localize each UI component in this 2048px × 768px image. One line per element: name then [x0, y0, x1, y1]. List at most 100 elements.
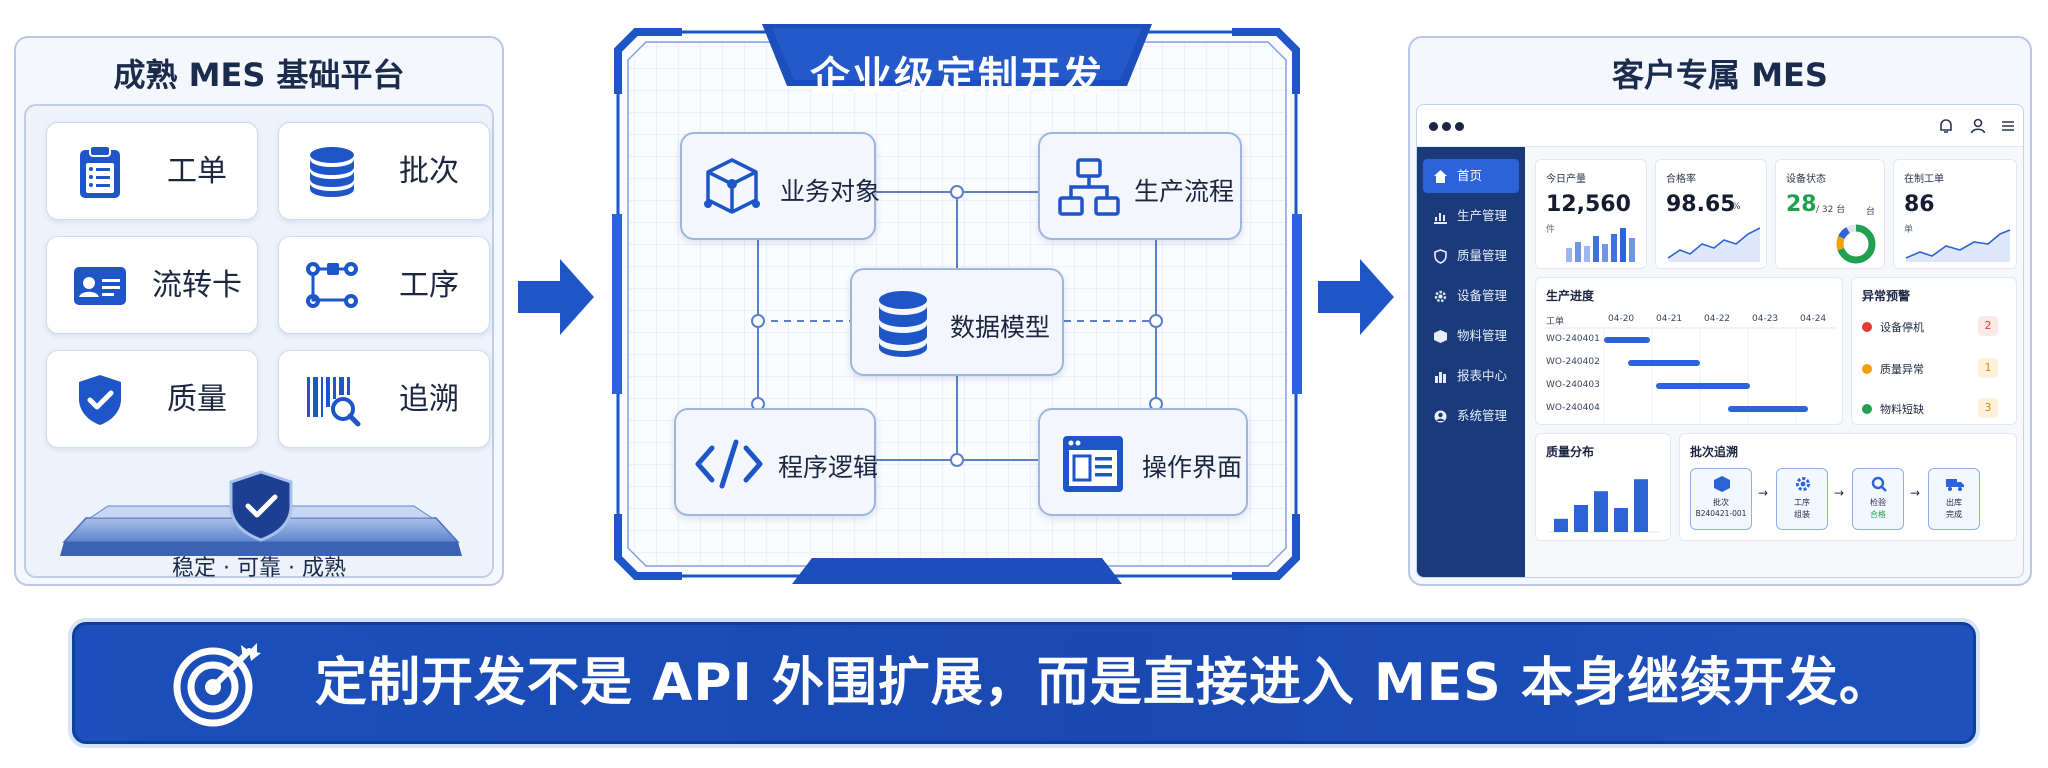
sidebar-item-material[interactable]: 物料管理 [1423, 319, 1519, 353]
alert-status-dot [1862, 404, 1872, 414]
trace-step-value: 完成 [1946, 510, 1962, 519]
window-dot-icon [1429, 122, 1438, 131]
kpi-label: 在制工单 [1904, 174, 1944, 185]
trace-step-inspection: 检验 合格 [1852, 468, 1904, 530]
kpi-label: 今日产量 [1546, 174, 1586, 185]
trace-step-label: 工序 [1794, 498, 1810, 507]
trace-arrow-icon: → [1910, 486, 1921, 500]
alert-status-dot [1862, 364, 1872, 374]
kpi-bar-sparkline [1566, 228, 1635, 262]
sidebar-item-reports[interactable]: 报表中心 [1423, 359, 1519, 393]
quality-bar-chart [1548, 479, 1660, 533]
trace-step-batch: 批次 B240421-001 [1690, 468, 1752, 530]
sidebar-item-home[interactable]: 首页 [1423, 159, 1519, 193]
section-title: 生产进度 [1546, 289, 1595, 303]
trace-arrow-icon: → [1834, 486, 1845, 500]
id-card-icon [74, 267, 126, 305]
kpi-unit: 台 [1866, 207, 1876, 217]
sidebar-item-quality[interactable]: 质量管理 [1423, 239, 1519, 273]
alert-count: 1 [1978, 358, 1998, 378]
base-platform-title: 成熟 MES 基础平台 [113, 56, 405, 94]
alert-card: 异常预警 设备停机 2 质量异常 1 物料短缺 3 [1851, 277, 2017, 425]
bell-icon[interactable] [1937, 117, 1955, 135]
custom-dev-title: 企业级定制开发 [810, 54, 1104, 100]
gantt-order: WO-240404 [1546, 403, 1600, 413]
alert-status-dot [1862, 322, 1872, 332]
section-title: 质量分布 [1546, 445, 1595, 459]
node-label: 程序逻辑 [778, 453, 879, 482]
conclusion-banner: 定制开发不是 API 外围扩展，而是直接进入 MES 本身继续开发。 [72, 622, 1976, 744]
module-label: 批次 [399, 154, 459, 189]
gantt-order: WO-240403 [1546, 380, 1600, 390]
kpi-line-sparkline [1905, 229, 2011, 262]
sidebar-item-label: 系统管理 [1457, 408, 1508, 423]
node-program-logic: 程序逻辑 [674, 408, 879, 516]
kpi-unit-total: / 32 台 [1816, 205, 1846, 215]
sidebar-item-system[interactable]: 系统管理 [1423, 399, 1519, 433]
sidebar-item-label: 物料管理 [1457, 328, 1508, 343]
module-label: 工序 [399, 268, 459, 303]
module-card-trace: 追溯 [278, 350, 490, 448]
module-label: 质量 [167, 382, 227, 417]
sidebar-item-equipment[interactable]: 设备管理 [1423, 279, 1519, 313]
arrow-right-icon [518, 259, 594, 335]
kpi-value: 28 [1786, 192, 1817, 217]
home-icon [1434, 170, 1447, 183]
magnifier-icon [1871, 476, 1887, 492]
module-card-work-order: 工单 [46, 122, 258, 220]
trace-arrow-icon: → [1758, 486, 1769, 500]
module-card-batch: 批次 [278, 122, 490, 220]
kpi-value: 12,560 [1546, 192, 1631, 217]
app-sidebar: 首页 生产管理 质量管理 设备管理 物料管理 报表中心 [1417, 147, 1525, 577]
kpi-card-pass-rate: 合格率 98.65 % [1655, 159, 1767, 269]
process-flow-icon [306, 262, 358, 308]
sidebar-item-label: 生产管理 [1457, 208, 1508, 223]
sidebar-item-label: 首页 [1457, 168, 1483, 183]
quality-bar [1574, 505, 1588, 532]
window-dot-icon [1455, 122, 1464, 131]
box-icon [1434, 330, 1447, 343]
ui-window-icon [1063, 436, 1123, 492]
kpi-unit: 单 [1904, 225, 1914, 235]
client-mes-title: 客户专属 MES [1612, 56, 1828, 94]
client-mes-panel: 客户专属 MES 首页 生产管理 [1408, 36, 2032, 586]
module-label: 工单 [167, 154, 227, 189]
kpi-label: 设备状态 [1786, 174, 1826, 185]
user-icon[interactable] [1969, 117, 1987, 135]
quality-bar [1554, 518, 1568, 532]
module-card-process: 工序 [278, 236, 490, 334]
node-business-object: 业务对象 [680, 132, 880, 240]
gear-icon [1796, 477, 1810, 491]
batch-trace-card: 批次追溯 批次 B240421-001 → 工序 组装 → 检验 合格 → [1679, 433, 2017, 541]
alert-label: 设备停机 [1880, 321, 1924, 334]
module-grid: 工单 批次 流转卡 [24, 104, 494, 578]
node-operation-ui: 操作界面 [1038, 408, 1248, 516]
cube-network-icon [704, 158, 760, 214]
user-gear-icon [1434, 410, 1447, 423]
menu-icon[interactable] [1999, 117, 2017, 135]
target-icon [173, 643, 261, 727]
trace-step-process: 工序 组装 [1776, 468, 1828, 530]
box-icon [1714, 476, 1730, 492]
alert-count: 2 [1978, 316, 1998, 336]
shield-icon [1434, 249, 1447, 264]
sidebar-item-production[interactable]: 生产管理 [1423, 199, 1519, 233]
node-data-model: 数据模型 [850, 268, 1064, 376]
gantt-order: WO-240401 [1546, 334, 1600, 344]
kpi-value: 98.65 [1666, 192, 1736, 217]
database-icon [310, 147, 354, 197]
trace-step-label: 出库 [1946, 498, 1962, 507]
quality-bar [1614, 508, 1628, 532]
chart-icon [1434, 213, 1447, 224]
clipboard-icon [80, 145, 120, 198]
trace-step-value: 组装 [1794, 510, 1810, 519]
node-label: 操作界面 [1142, 453, 1243, 482]
trace-step-shipping: 出库 完成 [1928, 468, 1980, 530]
kpi-card-output: 今日产量 12,560 件 [1535, 159, 1647, 269]
kpi-label: 合格率 [1666, 174, 1696, 185]
node-label: 业务对象 [780, 177, 881, 206]
gantt-date: 04-20 [1608, 314, 1635, 324]
quality-bar [1634, 479, 1648, 532]
production-progress-card: 生产进度 工单 04-20 04-21 04-22 04-23 04-24 WO… [1535, 277, 1843, 425]
gantt-date: 04-22 [1704, 314, 1731, 324]
